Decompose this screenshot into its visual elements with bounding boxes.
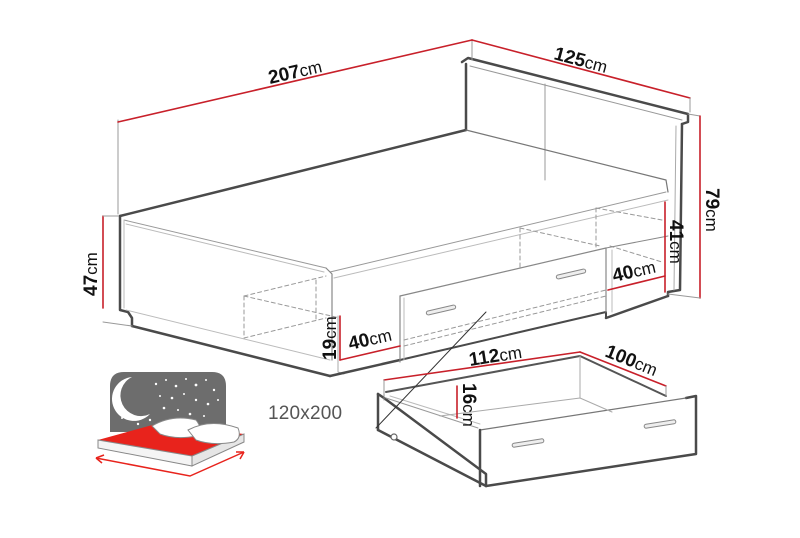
dimension-label-bed-height: 47cm [81,252,102,296]
dimension-label-length: 207cm [266,56,324,89]
dimension-label-drawer-height: 16cm [458,383,479,427]
dimension-label-left-shelf-height: 19cm [320,316,341,360]
svg-text:16cm: 16cm [458,383,479,427]
svg-text:79cm: 79cm [701,188,722,232]
svg-text:41cm: 41cm [665,220,686,264]
svg-text:112cm: 112cm [467,342,523,371]
svg-text:40cm: 40cm [346,325,393,355]
svg-text:125cm: 125cm [552,44,610,78]
dimension-label-left-shelf-depth: 40cm [346,325,393,355]
dimension-label-width: 125cm [552,44,610,78]
svg-text:19cm: 19cm [320,316,341,360]
dimension-label-right-shelf-depth: 40cm [610,257,657,287]
dimension-lines [102,39,701,419]
bed-with-moon-and-stars-icon [95,372,245,477]
svg-text:40cm: 40cm [610,257,657,287]
dimension-label-drawer-depth: 100cm [602,341,660,381]
dimension-label-total-height: 79cm [701,188,722,232]
svg-text:100cm: 100cm [602,341,660,381]
bed-drawing [118,56,698,488]
mattress-size-label: 120x200 [268,403,343,424]
svg-text:207cm: 207cm [266,56,324,89]
dimension-label-right-shelf-height: 41cm [665,220,686,264]
dimension-label-drawer-length: 112cm [467,342,523,371]
svg-text:47cm: 47cm [81,252,102,296]
